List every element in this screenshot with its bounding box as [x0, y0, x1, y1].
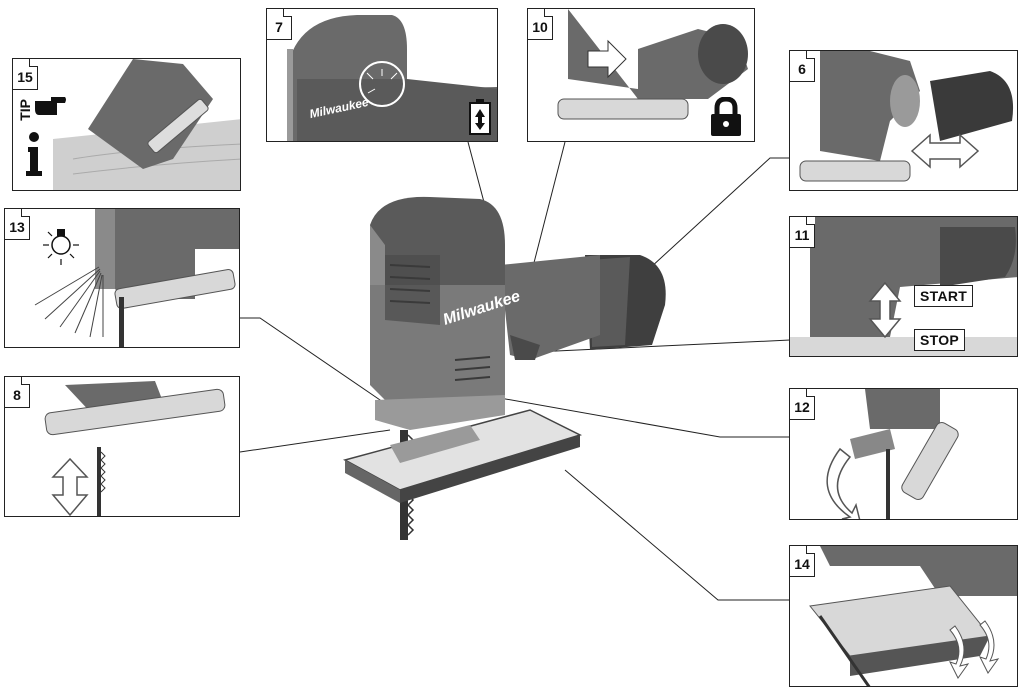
stop-label: STOP — [914, 329, 966, 351]
double-arrow-icon — [868, 281, 902, 339]
panel-10: 10 — [527, 8, 755, 142]
tool-closeup-illustration — [287, 15, 497, 141]
panel-number: 6 — [790, 51, 815, 82]
rotate-arrow-icon — [949, 625, 970, 679]
panel-14: 14 — [789, 545, 1018, 687]
lever-illustration — [826, 389, 959, 519]
work-light-illustration — [34, 209, 239, 347]
jigsaw-main-illustration: Milwaukee — [343, 196, 666, 540]
panel-number: 10 — [528, 9, 553, 40]
panel-15: 15 TIP — [12, 58, 241, 191]
blade-insert-illustration — [44, 381, 226, 516]
lock-icon — [711, 97, 741, 136]
light-bulb-icon — [43, 229, 79, 265]
info-icon — [26, 132, 42, 176]
panel-7: 7 Milwaukee — [266, 8, 498, 142]
panel-12: 12 — [789, 388, 1018, 520]
cutting-wood-illustration — [53, 59, 240, 190]
double-arrow-icon — [910, 133, 980, 169]
panel-number: 13 — [5, 209, 30, 240]
panel-number: 12 — [790, 389, 815, 420]
start-label: START — [914, 285, 974, 307]
panel-number: 7 — [267, 9, 292, 40]
double-arrow-icon — [51, 457, 89, 516]
trigger-switch-illustration — [790, 217, 1017, 356]
panel-11: 11 START STOP — [789, 216, 1018, 357]
rotate-arrow-icon — [826, 447, 861, 519]
tip-label: TIP — [17, 99, 33, 121]
bevel-shoe-illustration — [809, 546, 1017, 686]
switch-lock-illustration — [557, 9, 748, 120]
panel-8: 8 — [4, 376, 240, 517]
battery-insert-illustration — [799, 51, 1014, 182]
panel-6: 6 — [789, 50, 1018, 191]
panel-number: 14 — [790, 546, 815, 577]
panel-number: 8 — [5, 377, 30, 408]
panel-13: 13 — [4, 208, 240, 348]
panel-number: 11 — [790, 217, 815, 248]
panel-number: 15 — [13, 59, 38, 90]
rotate-arrow-icon — [979, 620, 1000, 674]
pointing-hand-icon — [35, 97, 66, 115]
battery-icon — [469, 99, 491, 135]
